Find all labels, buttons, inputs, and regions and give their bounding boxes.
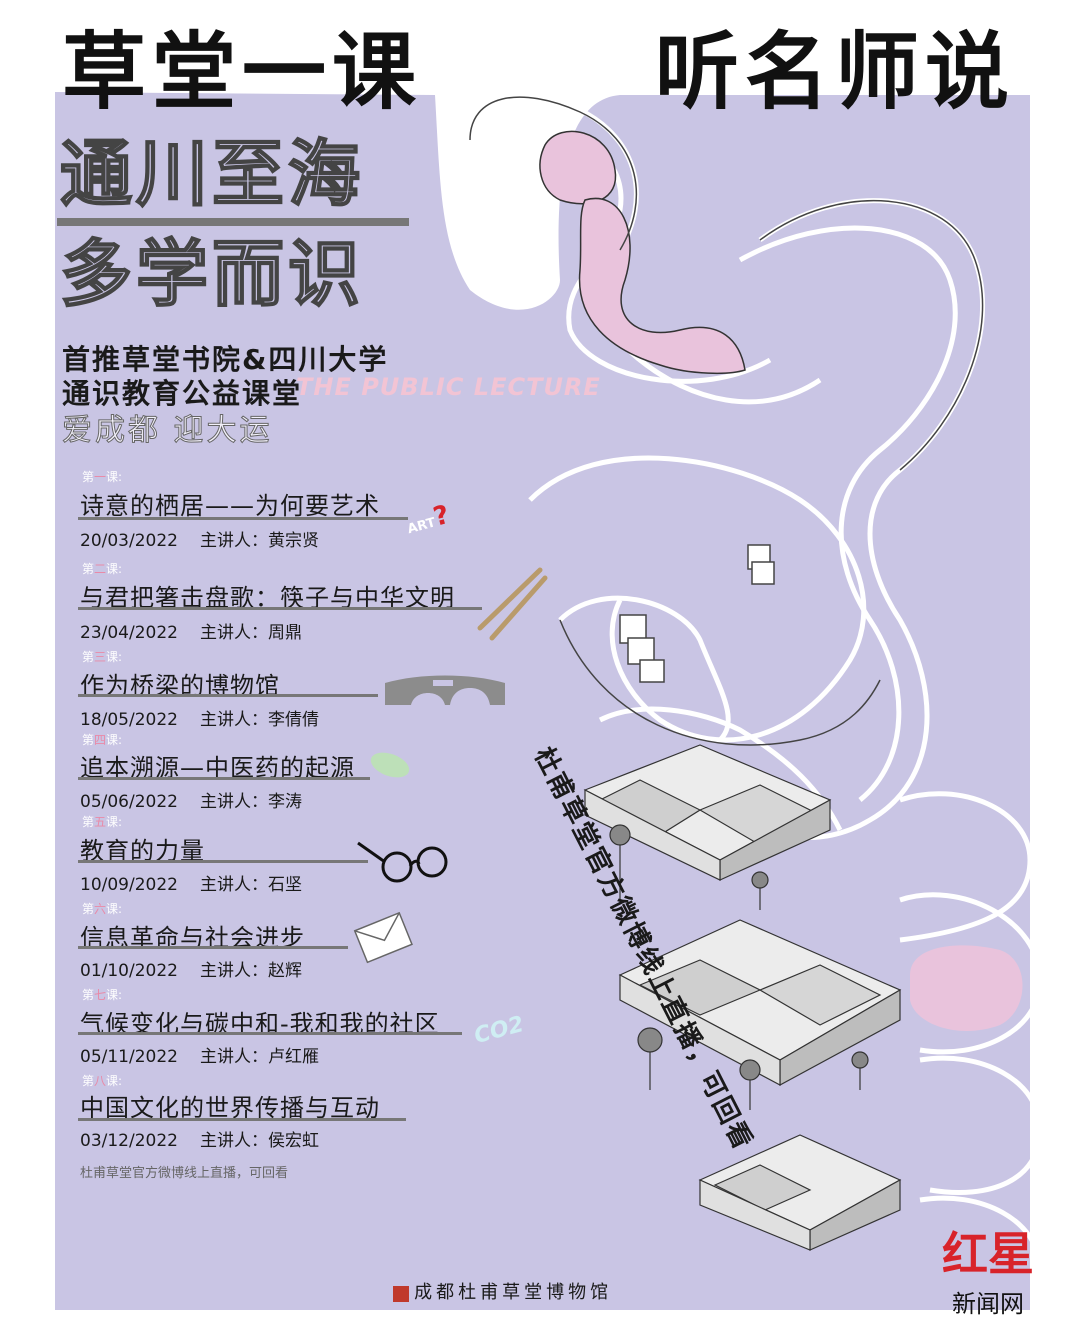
lesson-tag: 第七课: xyxy=(82,988,123,1002)
lesson-underline xyxy=(78,517,408,520)
lesson-tag: 第五课: xyxy=(82,815,123,829)
lavender-panel xyxy=(55,92,470,1310)
slogan-1: 通川至海 xyxy=(59,132,365,216)
pink-oval-right xyxy=(910,945,1023,1031)
lesson-underline xyxy=(78,607,482,610)
lesson-title: 诗意的栖居——为何要艺术 xyxy=(80,492,380,520)
lesson-underline xyxy=(78,1032,462,1035)
watermark-main: 红星 xyxy=(942,1227,1034,1281)
leaf-illustration xyxy=(370,752,410,778)
museum-name: 成都杜甫草堂博物馆 xyxy=(414,1282,613,1303)
title-rule xyxy=(57,218,409,226)
glasses-illustration xyxy=(357,841,448,883)
lesson-tag: 第一课: xyxy=(82,470,123,484)
lesson-underline xyxy=(78,777,370,780)
public-lecture-text: THE PUBLIC LECTURE xyxy=(296,373,601,401)
teeth xyxy=(619,544,775,683)
envelope-illustration xyxy=(353,911,413,964)
lesson-tag: 第三课: xyxy=(82,650,123,664)
pink-ear-mid xyxy=(578,197,746,375)
subtitle-line-1: 首推草堂书院&四川大学 xyxy=(62,343,389,376)
lesson-underline xyxy=(78,1118,406,1121)
bridge-window xyxy=(433,680,453,686)
courtyard-illustration-1 xyxy=(583,744,832,910)
lesson-tag: 第六课: xyxy=(82,902,123,916)
lesson-title: 中国文化的世界传播与互动 xyxy=(80,1094,380,1122)
watermark-sub: 新闻网 xyxy=(952,1290,1024,1318)
pink-ear-top xyxy=(539,130,617,205)
museum-credit: 成都杜甫草堂博物馆 xyxy=(393,1278,612,1304)
footnote: 杜甫草堂官方微博线上直播，可回看 xyxy=(80,1166,289,1181)
watermark: 红星 新闻网 xyxy=(942,1218,1034,1319)
lesson-underline xyxy=(78,860,368,863)
lesson-underline xyxy=(78,694,378,697)
lesson-tag: 第四课: xyxy=(82,733,123,747)
museum-logo-icon xyxy=(393,1285,409,1302)
face-line xyxy=(469,96,984,746)
lesson-underline xyxy=(78,946,348,949)
bridge-illustration xyxy=(385,675,505,705)
chopsticks-illustration xyxy=(477,567,548,641)
courtyard-illustration-2 xyxy=(618,919,902,1110)
title-left: 草堂一课 xyxy=(62,23,423,121)
subtitle-line-2: 通识教育公益课堂 xyxy=(62,377,303,410)
motto: 爱成都 迎大运 xyxy=(62,413,273,449)
lesson-tag: 第二课: xyxy=(82,562,123,576)
courtyard-illustration-3 xyxy=(698,1134,902,1251)
slogan-2: 多学而识 xyxy=(59,232,365,316)
lesson-tag: 第八课: xyxy=(82,1074,123,1088)
title-right: 听名师说 xyxy=(655,23,1016,121)
